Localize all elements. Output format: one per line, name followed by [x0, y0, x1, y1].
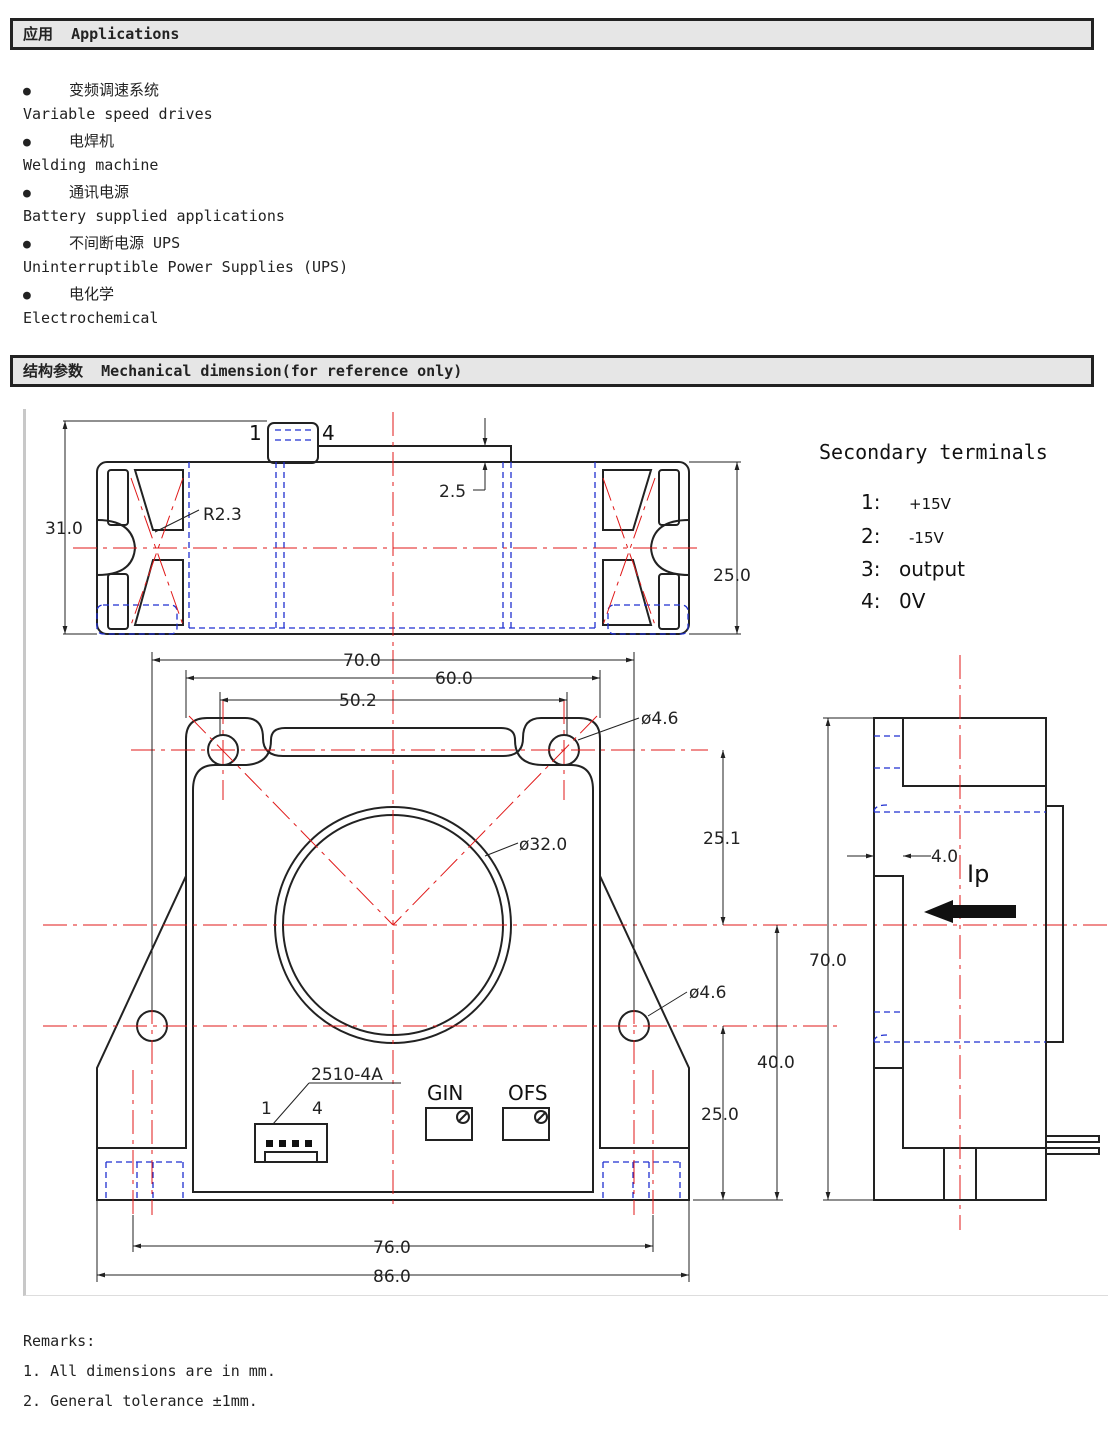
connector-label: 2510-4A — [311, 1065, 383, 1085]
dim-width-70: 70.0 — [343, 651, 381, 671]
application-item: ● 不间断电源 UPS Uninterruptible Power Supplie… — [23, 231, 348, 282]
applications-header-en: Applications — [71, 25, 180, 43]
dim-vertical-40: 40.0 — [757, 1053, 795, 1073]
applications-header-cn: 应用 — [23, 25, 54, 43]
mechanical-drawing: 1 4 31.0 R2.3 2.5 25.0 — [23, 409, 1108, 1296]
secondary-title: Secondary terminals — [819, 440, 1048, 464]
dim-body-height: 25.0 — [713, 566, 751, 586]
application-cn: 电焊机 — [69, 132, 115, 150]
dim-aperture: ø32.0 — [519, 835, 567, 855]
applications-header: 应用 Applications — [10, 18, 1094, 50]
drawing-svg: 1 4 31.0 R2.3 2.5 25.0 — [43, 412, 1108, 1287]
applications-list: ● 变频调速系统 Variable speed drives ● 电焊机 Weldi… — [23, 78, 348, 333]
application-en: Battery supplied applications — [23, 207, 285, 225]
application-item: ● 电焊机 Welding machine — [23, 129, 348, 180]
application-cn: 通讯电源 — [69, 183, 130, 201]
application-en: Electrochemical — [23, 309, 159, 327]
dim-width-86: 86.0 — [373, 1267, 411, 1287]
terminal-val: -15V — [909, 529, 944, 547]
dim-side-4: 4.0 — [931, 847, 958, 867]
pin-label-4: 4 — [322, 421, 335, 445]
remark-item: 2. General tolerance ±1mm. — [23, 1392, 258, 1410]
ofs-label: OFS — [508, 1081, 548, 1105]
bullet-icon: ● — [23, 186, 31, 201]
side-view-hidden — [873, 735, 1046, 1043]
application-en: Variable speed drives — [23, 105, 213, 123]
terminal-num: 2: — [861, 524, 880, 548]
terminals-legend: 1: +15V 2: -15V 3: output 4: 0V — [861, 490, 965, 613]
ip-label: Ip — [967, 860, 989, 888]
dim-width-76: 76.0 — [373, 1238, 411, 1258]
terminal-num: 4: — [861, 589, 880, 613]
application-en: Uninterruptible Power Supplies (UPS) — [23, 258, 349, 276]
dim-top-height: 31.0 — [45, 519, 83, 539]
connector-pins — [266, 1140, 312, 1147]
dim-width-50: 50.2 — [339, 691, 377, 711]
front-view-hidden — [105, 1161, 681, 1200]
connector-pin-1: 1 — [261, 1099, 272, 1119]
ip-arrow-icon — [924, 900, 1016, 923]
terminal-val: 0V — [899, 589, 926, 613]
application-item: ● 通讯电源 Battery supplied applications — [23, 180, 348, 231]
mechanical-header-en: Mechanical dimension(for reference only) — [101, 362, 463, 380]
terminal-val: output — [899, 557, 965, 581]
terminal-val: +15V — [909, 495, 952, 513]
mechanical-header-cn: 结构参数 — [23, 362, 84, 380]
terminal-num: 1: — [861, 490, 880, 514]
dim-radius: R2.3 — [203, 505, 242, 525]
remark-item: 1. All dimensions are in mm. — [23, 1362, 276, 1380]
dim-hole-lower: ø4.6 — [689, 983, 726, 1003]
terminal-num: 3: — [861, 557, 880, 581]
gin-label: GIN — [427, 1081, 463, 1105]
dim-pin-height: 2.5 — [439, 482, 466, 502]
top-view-centerlines — [73, 412, 703, 650]
mechanical-header: 结构参数 Mechanical dimension(for reference … — [10, 355, 1094, 387]
side-view — [873, 717, 1100, 1201]
dim-hole-upper: ø4.6 — [641, 709, 678, 729]
application-item: ● 变频调速系统 Variable speed drives — [23, 78, 348, 129]
bullet-icon: ● — [23, 135, 31, 150]
application-cn: 电化学 — [69, 285, 115, 303]
front-view-dims — [96, 652, 783, 1282]
dim-vertical-25-0: 25.0 — [701, 1105, 739, 1125]
application-cn: 不间断电源 UPS — [69, 234, 181, 252]
bullet-icon: ● — [23, 237, 31, 252]
application-en: Welding machine — [23, 156, 159, 174]
dim-width-60: 60.0 — [435, 669, 473, 689]
top-view-dims — [62, 418, 741, 635]
pin-label-1: 1 — [249, 421, 262, 445]
front-view-centerlines — [43, 650, 1108, 1215]
application-item: ● 电化学 Electrochemical — [23, 282, 348, 333]
side-view-dims — [823, 717, 931, 1201]
dim-side-height: 70.0 — [809, 951, 847, 971]
remarks: Remarks: 1. All dimensions are in mm. 2.… — [23, 1330, 276, 1420]
front-view — [96, 717, 690, 1201]
bullet-icon: ● — [23, 288, 31, 303]
dim-vertical-25-1: 25.1 — [703, 829, 741, 849]
remarks-title: Remarks: — [23, 1332, 96, 1350]
bullet-icon: ● — [23, 84, 31, 99]
application-cn: 变频调速系统 — [69, 81, 160, 99]
connector-pin-4: 4 — [312, 1099, 323, 1119]
